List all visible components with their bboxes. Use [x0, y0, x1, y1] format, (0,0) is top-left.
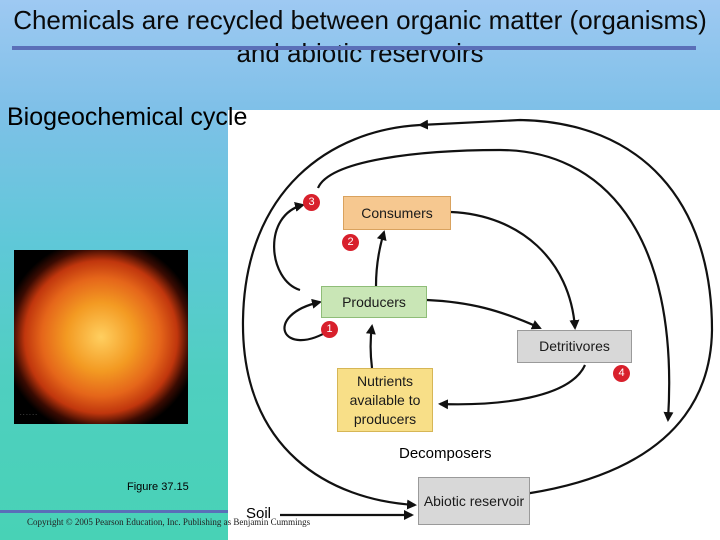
soil-label: Soil [246, 505, 272, 522]
diagram-panel [228, 110, 720, 540]
inner-arc-arrow [316, 148, 674, 422]
step-badge-3: 3 [303, 194, 320, 211]
nutrients-to-producers-arrow [365, 324, 376, 369]
consumers-box: Consumers [343, 196, 451, 230]
outer-loop-arrow [418, 118, 714, 502]
step-badge-2: 2 [342, 234, 359, 251]
footer-rule [0, 510, 228, 513]
consumers-to-detritivores-arrow [450, 210, 580, 330]
page-title: Chemicals are recycled between organic m… [13, 5, 707, 68]
left-loop-to-consumers-arrow [273, 202, 305, 292]
producers-to-detritivores-arrow [426, 298, 542, 330]
title-underline [12, 46, 696, 50]
copyright-notice: Copyright © 2005 Pearson Education, Inc.… [27, 517, 311, 527]
step-badge-4: 4 [613, 365, 630, 382]
slide-subtitle: Biogeochemical cycle [7, 103, 248, 131]
nutrients-box: Nutrients available to producers [337, 368, 433, 432]
figure-label: Figure 37.15 [127, 481, 189, 493]
detritivores-box: Detritivores [517, 330, 632, 363]
producers-to-consumers-arrow [374, 230, 387, 287]
decomposers-label: Decomposers [399, 445, 492, 462]
sun-photo-caption: · · · · · · [20, 412, 37, 418]
left-loop-to-producers-arrow [283, 298, 331, 342]
detritivores-to-nutrients-arrow [438, 364, 587, 410]
abiotic-reservoir-box: Abiotic reservoir [418, 477, 530, 525]
sun-photo: · · · · · · [14, 250, 188, 424]
step-badge-1: 1 [321, 321, 338, 338]
producers-box: Producers [321, 286, 427, 318]
outer-loop-left-arrow [241, 123, 421, 510]
